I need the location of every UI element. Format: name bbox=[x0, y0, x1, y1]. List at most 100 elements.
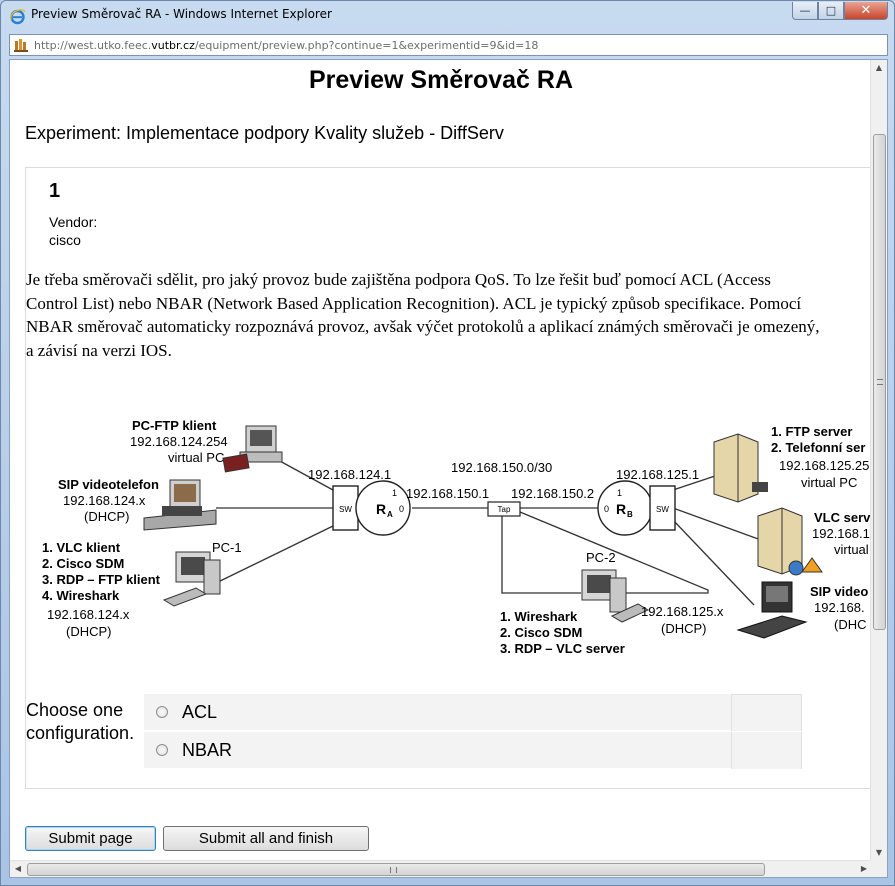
pc2-item-3: 3. RDP – VLC server bbox=[500, 641, 625, 656]
router-b-wan-ip: 192.168.150.2 bbox=[511, 486, 594, 501]
router-a bbox=[355, 480, 411, 536]
pc2-item-1: 1. Wireshark bbox=[500, 609, 578, 624]
pc-ftp-title: PC-FTP klient bbox=[132, 418, 217, 433]
router-b-port1: 1 bbox=[617, 488, 622, 498]
address-bar[interactable]: http://west.utko.feec.vutbr.cz/equipment… bbox=[9, 34, 888, 56]
option-nbar-feedback bbox=[731, 732, 802, 769]
sip-video-note: (DHC bbox=[834, 617, 867, 632]
vertical-grip-icon bbox=[877, 379, 883, 385]
router-a-port0: 0 bbox=[399, 504, 404, 514]
vlc-server-icon bbox=[757, 507, 823, 576]
choose-prompt: Choose one configuration. bbox=[26, 700, 135, 743]
tap-box bbox=[487, 501, 521, 517]
option-acl-label[interactable]: ACL bbox=[182, 702, 218, 722]
switch-a bbox=[332, 485, 359, 531]
router-b-port0: 0 bbox=[604, 504, 609, 514]
window-title: Preview Směrovač RA - Windows Internet E… bbox=[31, 7, 332, 21]
pc2-ip: 192.168.125.x bbox=[641, 604, 724, 619]
ftp-server-ip: 192.168.125.25 bbox=[779, 458, 869, 473]
pc1-name: PC-1 bbox=[212, 540, 242, 555]
ftp-server-icon bbox=[713, 433, 768, 503]
pc2-icon bbox=[581, 569, 650, 623]
question-number: 1 bbox=[49, 180, 61, 202]
url-suffix: /equipment/preview.php?continue=1&experi… bbox=[194, 38, 539, 52]
internet-explorer-icon bbox=[10, 9, 26, 25]
router-b-lan-ip: 192.168.125.1 bbox=[616, 467, 699, 482]
question-info: 1 Vendor: cisco bbox=[26, 168, 872, 390]
sip-video-phone-icon bbox=[736, 581, 808, 639]
pc1-item-2: 2. Cisco SDM bbox=[42, 556, 124, 571]
ftp-server-item-1: 1. FTP server bbox=[771, 424, 852, 439]
router-b-letter: R bbox=[616, 501, 626, 517]
video-phone-icon bbox=[143, 479, 217, 531]
page-title: Preview Směrovač RA bbox=[308, 66, 574, 94]
radio-acl[interactable] bbox=[156, 706, 168, 718]
switch-a-label: SW bbox=[339, 505, 352, 514]
pc2-note: (DHCP) bbox=[661, 621, 707, 636]
vendor-value: cisco bbox=[49, 232, 81, 248]
address-url[interactable]: http://west.utko.feec.vutbr.cz/equipment… bbox=[34, 39, 538, 52]
option-nbar-label[interactable]: NBAR bbox=[182, 740, 233, 760]
vlc-server-ip: 192.168.1 bbox=[812, 526, 870, 541]
router-a-wan-ip: 192.168.150.1 bbox=[406, 486, 489, 501]
sip-phone-title: SIP videotelefon bbox=[58, 477, 159, 492]
pc1-item-1: 1. VLC klient bbox=[42, 540, 121, 555]
router-a-letter: R bbox=[376, 501, 386, 517]
pc1-item-3: 3. RDP – FTP klient bbox=[42, 572, 161, 587]
switch-b bbox=[649, 485, 676, 531]
pc1-item-4: 4. Wireshark bbox=[42, 588, 120, 603]
vertical-scrollbar[interactable]: ▲ ▼ bbox=[870, 60, 887, 861]
option-acl[interactable]: ACL bbox=[144, 694, 802, 731]
minimize-button[interactable]: — bbox=[792, 2, 818, 20]
router-a-sub: A bbox=[387, 510, 393, 519]
horizontal-grip-icon bbox=[390, 867, 397, 873]
sip-video-title: SIP video bbox=[810, 584, 868, 599]
sip-phone-note: (DHCP) bbox=[84, 509, 130, 524]
experiment-title: Experiment: Implementace podpory Kvality… bbox=[25, 123, 504, 143]
router-b-sub: B bbox=[627, 510, 633, 519]
submit-all-finish-button[interactable]: Submit all and finish bbox=[163, 826, 369, 851]
title-bar: Preview Směrovač RA - Windows Internet E… bbox=[1, 1, 894, 31]
scroll-left-arrow[interactable]: ◀ bbox=[14, 864, 22, 873]
pc-ftp-note: virtual PC bbox=[168, 450, 224, 465]
ftp-server-note: virtual PC bbox=[801, 475, 857, 490]
pc1-note: (DHCP) bbox=[66, 624, 112, 639]
submit-page-button[interactable]: Submit page bbox=[25, 826, 156, 851]
router-a-port1: 1 bbox=[392, 488, 397, 498]
vendor-label: Vendor: bbox=[49, 214, 98, 230]
answer-options: ACL NBAR bbox=[144, 694, 802, 769]
scrollbar-corner bbox=[870, 860, 887, 877]
window-controls: — □ ✕ bbox=[792, 2, 888, 20]
router-a-lan-ip: 192.168.124.1 bbox=[308, 467, 391, 482]
question-text: Je třeba směrovači sdělit, pro jaký prov… bbox=[26, 270, 820, 360]
sip-video-ip: 192.168. bbox=[814, 600, 865, 615]
pc2-name: PC-2 bbox=[586, 550, 616, 565]
close-button[interactable]: ✕ bbox=[844, 2, 888, 20]
content-viewport: Preview Směrovač RA Experiment: Implemen… bbox=[9, 59, 888, 878]
option-acl-feedback bbox=[731, 694, 802, 731]
wan-network: 192.168.150.0/30 bbox=[451, 460, 552, 475]
scroll-down-arrow[interactable]: ▼ bbox=[875, 848, 883, 857]
question-box: 1 Vendor: cisco Je třeba směrovači sděli… bbox=[25, 167, 872, 789]
page-icon bbox=[14, 39, 28, 52]
vlc-server-title: VLC serv bbox=[814, 510, 871, 525]
radio-nbar[interactable] bbox=[156, 744, 168, 756]
horizontal-scroll-thumb[interactable] bbox=[27, 863, 765, 876]
pc1-ip: 192.168.124.x bbox=[47, 607, 130, 622]
option-nbar[interactable]: NBAR bbox=[144, 732, 802, 769]
pc-ftp-icon bbox=[222, 425, 283, 473]
scroll-up-arrow[interactable]: ▲ bbox=[875, 63, 883, 72]
network-diagram: SW R A 1 0 Tap R B 1 0 bbox=[26, 390, 872, 675]
pc1-icon bbox=[162, 551, 221, 607]
horizontal-scrollbar[interactable]: ◀ ▶ bbox=[10, 860, 872, 877]
url-prefix: http://west.utko.feec. bbox=[34, 38, 152, 52]
pc2-item-2: 2. Cisco SDM bbox=[500, 625, 582, 640]
scroll-right-arrow[interactable]: ▶ bbox=[860, 864, 868, 873]
restore-button[interactable]: □ bbox=[818, 2, 844, 20]
vlc-server-note: virtual bbox=[834, 542, 869, 557]
ftp-server-item-2: 2. Telefonní ser bbox=[771, 440, 865, 455]
vertical-scroll-thumb[interactable] bbox=[873, 134, 886, 630]
sip-phone-ip: 192.168.124.x bbox=[63, 493, 146, 508]
switch-b-label: SW bbox=[656, 505, 669, 514]
